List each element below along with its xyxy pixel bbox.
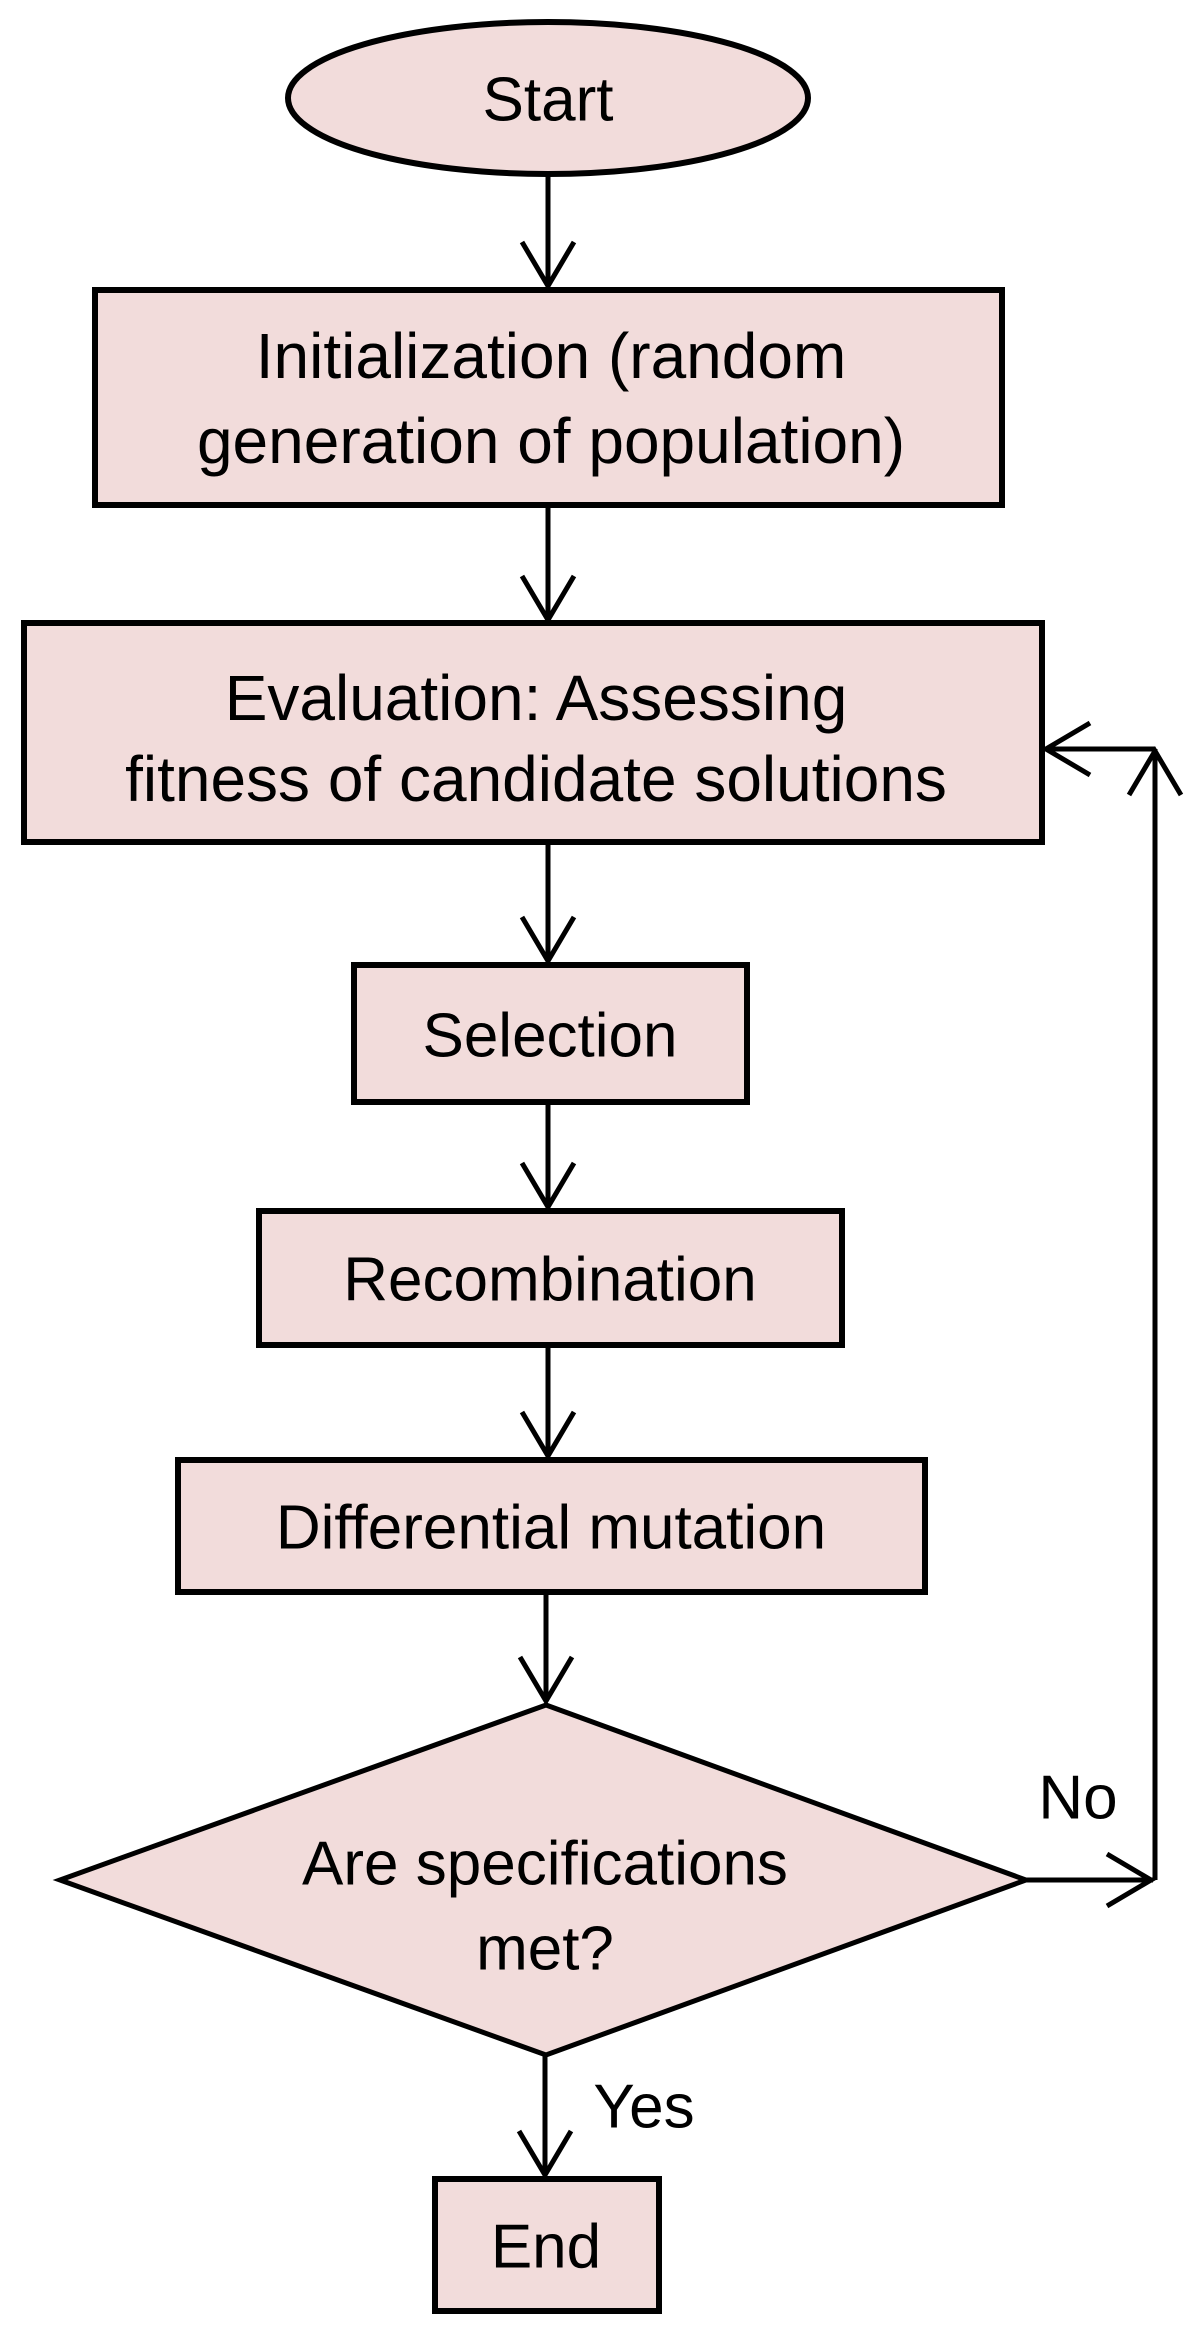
- arrowhead-into-recombination: [519, 1161, 577, 1212]
- start-label: Start: [483, 66, 614, 135]
- arrowhead-into-end: [516, 2129, 574, 2180]
- recombination-node: [256, 1208, 845, 1348]
- differential-mutation-label: Differential mutation: [276, 1494, 826, 1563]
- selection-label: Selection: [422, 1002, 677, 1071]
- arrowhead-into-selection: [519, 915, 577, 966]
- evaluation-label-line1: Evaluation: Assessing: [225, 662, 848, 734]
- end-label: End: [491, 2213, 601, 2282]
- initialization-node: [92, 287, 1005, 508]
- evaluation-label-line2: fitness of candidate solutions: [125, 743, 947, 815]
- arrowhead-into-initialization: [519, 240, 577, 291]
- recombination-label: Recombination: [343, 1246, 757, 1315]
- arrowhead-no-corner-right: [1105, 1851, 1156, 1909]
- no-edge-label: No: [1038, 1764, 1117, 1833]
- evaluation-node: [21, 620, 1045, 845]
- end-node: [432, 2176, 662, 2314]
- arrowhead-no-vertical-up: [1126, 746, 1184, 797]
- initialization-label-line1: Initialization (random: [256, 320, 847, 392]
- decision-label-line2: met?: [476, 1915, 614, 1984]
- decision-label-line1: Are specifications: [302, 1830, 788, 1899]
- arrowhead-into-decision: [517, 1655, 575, 1706]
- arrowhead-into-mutation: [519, 1410, 577, 1461]
- start-node: [285, 19, 811, 177]
- selection-node: [351, 962, 750, 1105]
- differential-mutation-node: [175, 1457, 928, 1595]
- initialization-label-line2: generation of population): [197, 405, 905, 477]
- arrowhead-no-into-evaluation: [1041, 720, 1092, 778]
- decision-node: [52, 1702, 1034, 2058]
- yes-edge-label: Yes: [593, 2073, 694, 2142]
